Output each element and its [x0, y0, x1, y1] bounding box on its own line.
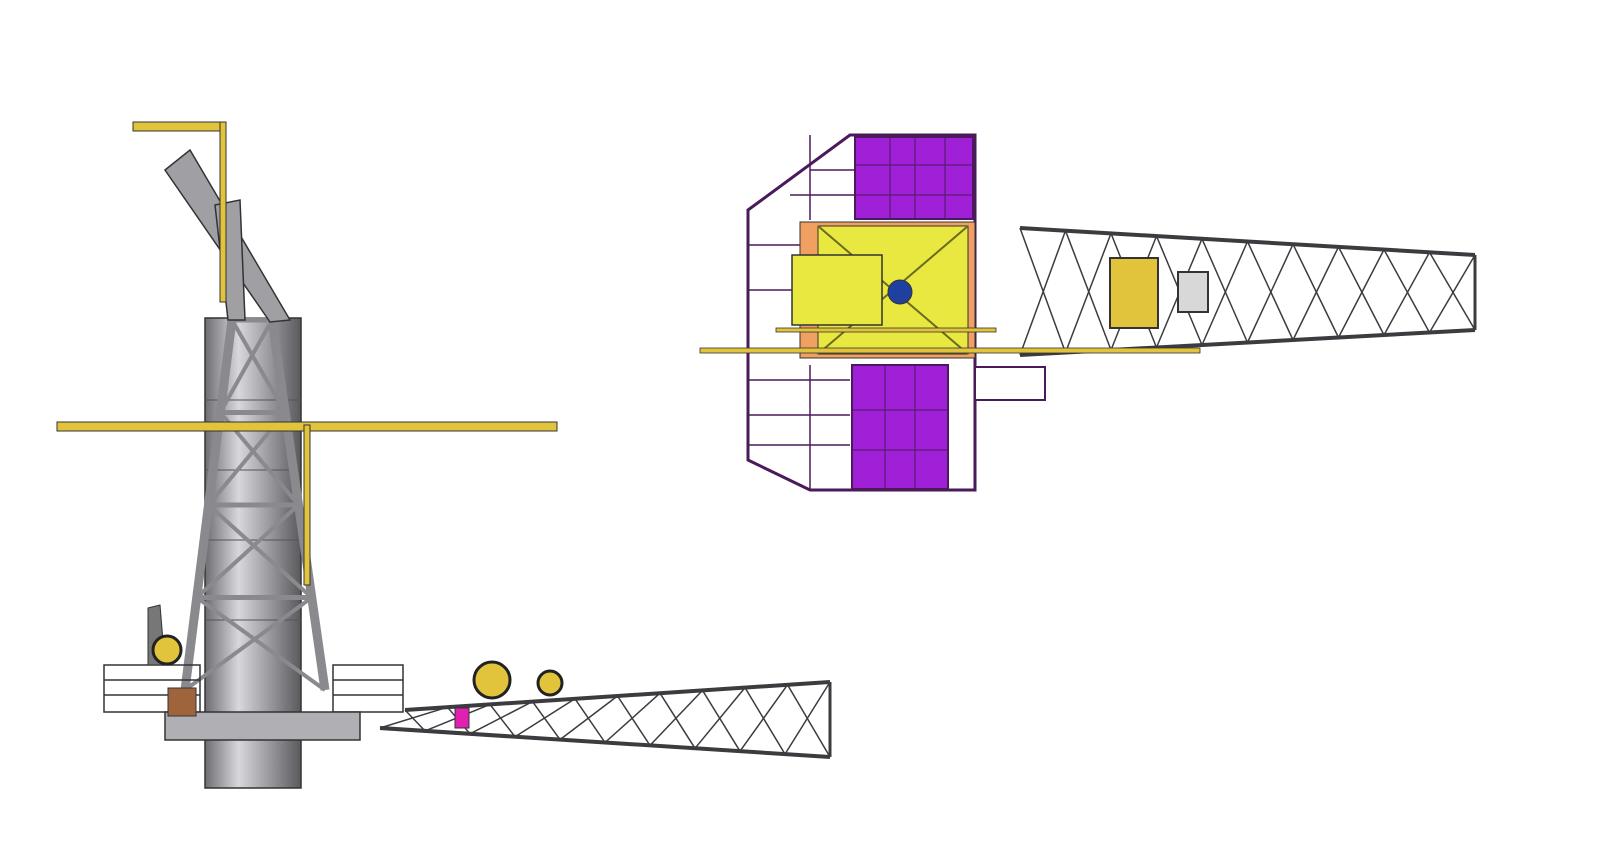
lattice-diagonal: [489, 703, 516, 738]
lattice-diagonal: [1428, 251, 1476, 331]
lattice-diagonal: [1246, 241, 1294, 341]
lattice-diagonal: [701, 690, 741, 752]
lattice-diagonal: [531, 701, 561, 741]
mast-diagonal: [230, 319, 287, 414]
lattice-diagonal: [784, 681, 831, 755]
lattice-diagonal: [379, 706, 448, 729]
lattice-diagonal: [1246, 243, 1294, 343]
lattice-diagonal: [1292, 243, 1340, 338]
lattice-diagonal: [616, 695, 651, 746]
lattice-diagonal: [559, 695, 618, 741]
boom-winch-main: [1109, 257, 1159, 329]
auxiliary-winch: [536, 669, 564, 697]
lattice-diagonal: [1064, 233, 1112, 353]
lattice-diagonal: [649, 689, 704, 746]
lattice-diagonal: [659, 692, 696, 749]
mast-diagonal: [207, 503, 314, 599]
boom-winch-aux: [1177, 271, 1209, 313]
mast-diagonal: [183, 595, 313, 692]
base-bracket-left: [167, 687, 197, 717]
counterweight-block-bottom: [851, 364, 949, 490]
lattice-diagonal: [1337, 249, 1385, 338]
side-boom-lattice: [379, 680, 832, 759]
lattice-diagonal: [574, 698, 606, 743]
top-yellow-arm: [132, 121, 227, 132]
lattice-diagonal: [1201, 241, 1249, 346]
counterweight-block-top: [854, 136, 974, 220]
yellow-crossbeam: [699, 347, 1201, 354]
lattice-diagonal: [1064, 230, 1112, 351]
counterweight-grid: [852, 137, 973, 489]
lattice-diagonal: [739, 684, 789, 752]
mast-diagonal: [195, 595, 327, 692]
lattice-diagonal: [1337, 246, 1385, 336]
lattice-diagonal: [1292, 246, 1340, 341]
lattice-diagonal: [404, 709, 426, 732]
hanging-yellow-pole: [303, 424, 311, 586]
lattice-diagonal: [786, 684, 831, 758]
lattice-diagonal: [1019, 230, 1067, 356]
deck-grid: [748, 135, 855, 490]
cab-unit: [791, 254, 883, 326]
lattice-diagonal: [469, 700, 533, 735]
yellow-crossbeam-short: [775, 327, 997, 333]
lattice-diagonal: [744, 687, 786, 755]
aux-deck-box: [974, 366, 1046, 401]
slewing-base: [164, 711, 361, 741]
lattice-diagonal: [1019, 227, 1067, 353]
right-platform-railing: [332, 664, 404, 713]
lattice-diagonal: [1428, 254, 1476, 333]
top-view: [699, 133, 1477, 492]
lattice-diagonal: [604, 692, 661, 744]
winch-drum-mast: [151, 634, 183, 666]
main-winch: [472, 660, 512, 700]
lattice-diagonal: [514, 698, 576, 738]
slewing-center: [887, 279, 913, 305]
side-view: [56, 121, 832, 789]
mast-diagonal: [218, 319, 274, 414]
lattice-diagonal: [1383, 249, 1431, 333]
top-boom-lattice: [1019, 226, 1477, 357]
mast-diagonal: [195, 503, 300, 599]
mast-lattice: [180, 317, 330, 692]
boom-magenta-part: [454, 707, 470, 729]
top-yellow-pole: [219, 121, 227, 303]
lattice-diagonal: [694, 687, 746, 749]
lattice-diagonal: [1201, 238, 1249, 343]
lattice-diagonal: [1383, 251, 1431, 336]
